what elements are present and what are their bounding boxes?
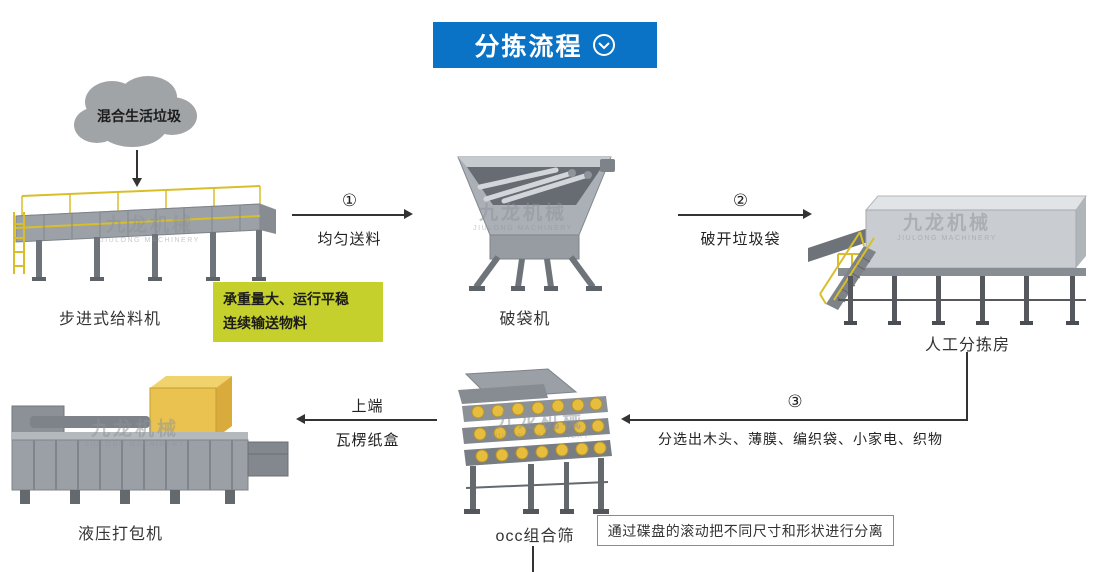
occ-screen-label: occ组合筛 <box>495 528 575 545</box>
feeder-illustration <box>8 182 283 292</box>
feeder-label: 步进式给料机 <box>58 311 161 328</box>
flow4-arrowhead <box>296 414 305 424</box>
flow2-arrowhead <box>803 209 812 219</box>
feeder-note: 承重量大、运行平稳 连续输送物料 <box>213 282 383 342</box>
flow3-arrow-line <box>630 419 968 421</box>
baler-illustration <box>0 372 290 522</box>
flow2-arrow-line <box>678 214 803 216</box>
baler-label: 液压打包机 <box>77 526 163 543</box>
flow2-number: ② <box>732 191 749 210</box>
bag-breaker-label: 破袋机 <box>499 311 551 328</box>
flow4-arrow-line <box>305 419 437 421</box>
source-label: 混合生活垃圾 <box>97 108 181 124</box>
sorting-room-illustration <box>808 182 1093 335</box>
page-title: 分拣流程 <box>474 33 583 61</box>
occ-note: 通过碟盘的滚动把不同尺寸和形状进行分离 <box>597 515 894 546</box>
page-title-bar: 分拣流程 <box>433 22 657 68</box>
source-arrow-line <box>136 150 138 178</box>
flow3-arrowhead <box>621 414 630 424</box>
flow1-number: ① <box>341 191 358 210</box>
source-arrowhead <box>132 178 142 187</box>
bag-breaker-illustration <box>452 143 617 298</box>
flow1-label: 均匀送料 <box>317 231 382 248</box>
flow2-label: 破开垃圾袋 <box>700 231 781 248</box>
sorting-room-label: 人工分拣房 <box>924 337 1010 354</box>
feeder-note-line1: 承重量大、运行平稳 <box>223 291 349 307</box>
feeder-note-line2: 连续输送物料 <box>223 314 307 331</box>
occ-connector-line <box>532 546 534 572</box>
occ-screen-illustration <box>448 368 623 523</box>
flow4-bottom-label: 瓦楞纸盒 <box>335 432 400 449</box>
flow1-arrowhead <box>404 209 413 219</box>
chevron-down-icon <box>592 33 616 57</box>
flow3-vertical-line <box>966 352 968 420</box>
source-cloud <box>70 72 202 156</box>
flow3-label: 分选出木头、薄膜、编织袋、小家电、织物 <box>658 431 943 447</box>
flow4-top-label: 上端 <box>351 398 384 415</box>
flow1-arrow-line <box>292 214 404 216</box>
flow3-number: ③ <box>787 392 803 411</box>
